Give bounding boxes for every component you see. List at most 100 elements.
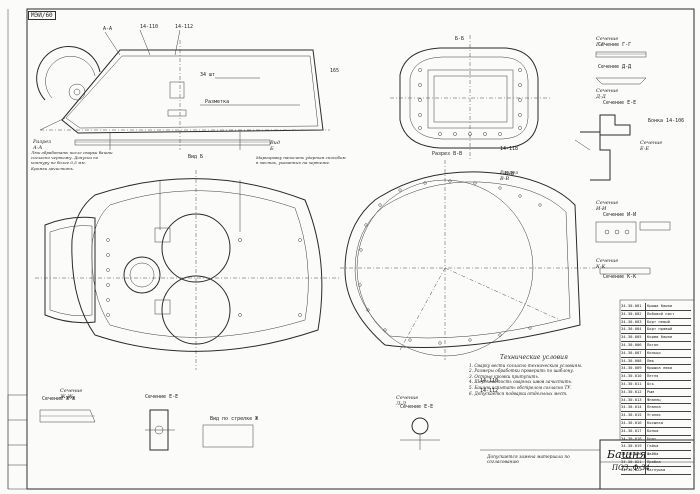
section-label: Сечение И-И	[596, 200, 619, 212]
bom-part-name: Шайба	[647, 451, 659, 457]
bom-part-name: Люк	[647, 357, 654, 363]
svg-text:Разрез В-В: Разрез В-В	[432, 151, 462, 157]
side-note-line: контуру не более 0,5 мм.	[31, 160, 86, 166]
bom-part-name: Борт левый	[647, 318, 670, 324]
side-note: Люк обработать после сварки башни соглас…	[31, 150, 121, 171]
svg-text:14-112: 14-112	[175, 24, 193, 30]
top-note-line: Маркировку наносить ударным способом	[256, 155, 346, 160]
svg-text:Сечение Г-Г: Сечение Г-Г	[598, 42, 631, 48]
svg-text:Сечение К-К: Сечение К-К	[603, 274, 636, 280]
bottom-view-bolts	[106, 238, 302, 317]
svg-text:Сечение И-И: Сечение И-И	[603, 212, 636, 218]
svg-text:Разметка: Разметка	[205, 99, 229, 105]
bom-part-number: 34-30-016	[621, 419, 646, 427]
small-sections: Сечение Г-Г Сечение Д-Д Сечение Е-Е Бонк…	[574, 42, 684, 280]
bom-part-number: 34-30-005	[621, 334, 646, 341]
hatch-plan-view: Б-Б 14-118 Разрез В-В	[390, 35, 550, 160]
svg-text:14-110: 14-110	[480, 378, 498, 384]
bom-part-name: Косынка	[647, 419, 664, 425]
turret-ring-plan: В-В 14-110 14-112	[340, 160, 600, 394]
note-line: 3. Острые кромки притупить.	[469, 373, 540, 379]
bom-part-name: Пробка	[647, 458, 661, 464]
svg-text:165: 165	[330, 68, 339, 74]
svg-text:Сечение Е-Е: Сечение Е-Е	[603, 100, 636, 106]
svg-text:В-В: В-В	[505, 171, 514, 177]
bom-part-name: Борт правый	[647, 326, 673, 332]
svg-text:14-110: 14-110	[140, 24, 158, 30]
bom-part-number: 34-30-011	[621, 380, 646, 388]
note-line: 5. Башню испытать обстрелом согласно ТУ.	[469, 384, 572, 390]
bom-part-number: 34-30-022	[621, 466, 646, 474]
bom-part-name: Планка	[647, 404, 661, 410]
bom-part-name: Лобовой лист	[647, 310, 675, 316]
section-label: Сечение Г-Г	[596, 36, 619, 48]
bom-table-frame	[619, 299, 695, 441]
bom-part-number: 34-30-012	[621, 388, 646, 396]
side-note-line: согласно чертежу. Допуски по	[31, 155, 99, 161]
section-label: Разрез В-В	[500, 170, 518, 182]
bom-part-name: Корма башни	[647, 334, 673, 340]
top-note-line: в местах, указанных на чертеже.	[256, 160, 331, 166]
section-label: Разрез А-А	[33, 139, 51, 151]
svg-text:34 шт: 34 шт	[200, 72, 215, 78]
bom-part-name: Гайка	[647, 443, 659, 449]
bom-part-number: 34-30-017	[621, 427, 646, 435]
section-label: Вид Б	[270, 140, 281, 152]
svg-text:Сечение Ж-Ж: Сечение Ж-Ж	[42, 396, 75, 402]
svg-text:14-118: 14-118	[500, 146, 518, 152]
bom-part-name: Петля	[647, 373, 659, 379]
drawing-stamp: МЭИ/60	[28, 11, 56, 20]
side-note-line: Люк обработать после сварки башни	[31, 150, 113, 155]
section-label: Сечение К-К	[596, 258, 619, 270]
technical-notes: Технические условия 1. Сварку вести согл…	[469, 355, 599, 396]
bom-part-name: Ось	[647, 380, 654, 386]
svg-text:Бонка 14-106: Бонка 14-106	[648, 118, 684, 124]
left-stamp-column	[7, 394, 28, 490]
top-note: Маркировку наносить ударным способом в м…	[256, 155, 374, 165]
bom-part-name: Крыша башни	[647, 303, 673, 308]
bom-part-number: 34-30-008	[621, 357, 646, 365]
hatch-bolts	[418, 68, 522, 136]
bom-part-number: 34-30-006	[621, 341, 646, 349]
bom-part-number: 34-30-020	[621, 451, 646, 458]
bom-part-number: 34-30-015	[621, 412, 646, 419]
bom-part-number: 34-30-009	[621, 365, 646, 373]
bom-part-number: 34-30-019	[621, 443, 646, 451]
svg-text:Вид Б: Вид Б	[188, 154, 203, 160]
bom-part-number: 34-30-010	[621, 373, 646, 380]
bom-part-number: 34-30-007	[621, 349, 646, 357]
section-label: Сечение Е-Е	[640, 140, 663, 152]
bom-part-name: Бонка	[647, 427, 659, 433]
turret-bottom-view	[35, 170, 340, 370]
bom-part-name: Крышка люка	[647, 365, 673, 371]
bom-part-number: 34-30-004	[621, 326, 646, 334]
drawing-frame	[26, 8, 695, 490]
drawing-title: Башня	[607, 448, 647, 461]
bom-part-name: Рым	[647, 388, 654, 394]
bom-part-name: Болт	[647, 435, 657, 441]
drawing-subtitle: ПОЗ. Ф-34	[612, 464, 650, 472]
bom-part-number: 34-30-021	[621, 458, 646, 466]
note-line: 4. Шероховатость сварных швов зачистить.	[469, 379, 573, 385]
bom-part-number: 34-30-018	[621, 435, 646, 443]
section-label: Сечение Ж-Ж	[60, 388, 83, 400]
